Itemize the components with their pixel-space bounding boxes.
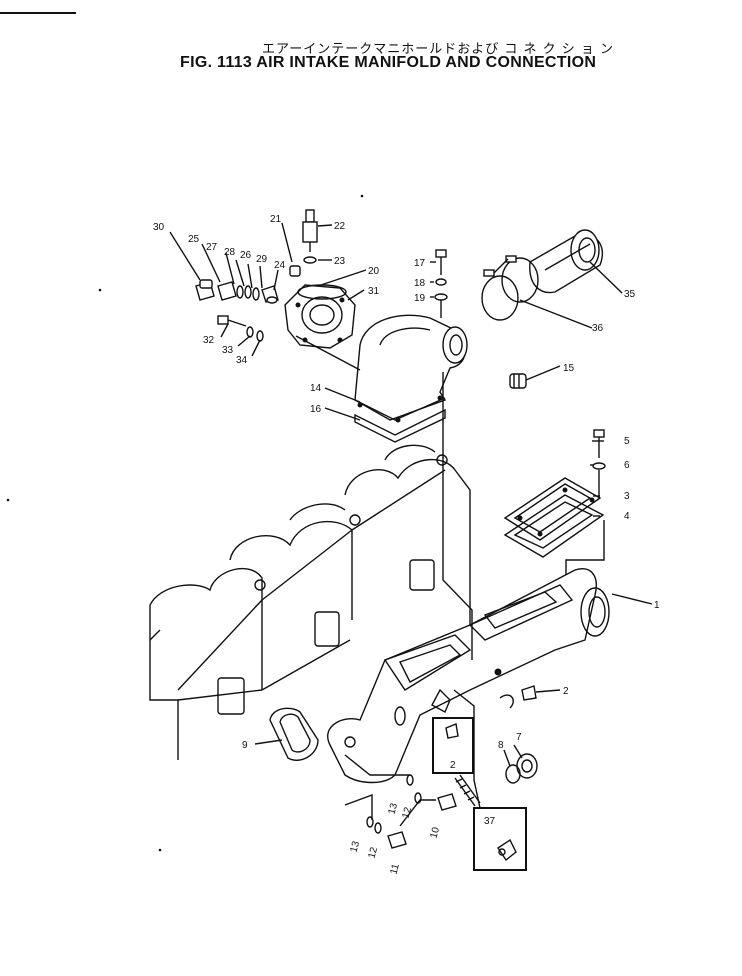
drain-cock-37 [497,838,517,862]
callout-15: 15 [563,363,575,374]
title-japanese: エアーインテークマニホールドおよび コ ネ ク シ ョ ン [262,42,615,57]
callout-33: 33 [222,345,234,356]
sensor-assembly [289,209,318,277]
intake-hose [529,229,603,294]
callout-13b: 13 [349,840,363,854]
callout-16: 16 [310,404,322,415]
callout-6: 6 [624,460,630,471]
callout-25: 25 [188,234,200,245]
callout-2: 2 [563,686,569,697]
callout-26: 26 [240,250,252,261]
callout-12b: 12 [367,846,381,860]
callout-30: 30 [153,222,165,233]
callout-29: 29 [256,254,268,265]
housing-bolt [217,315,264,342]
callout-1: 1 [654,600,660,611]
plug-15 [509,373,527,389]
callout-35: 35 [624,289,636,300]
scan-specks [6,194,364,852]
cover-gasket [503,494,605,558]
callout-20: 20 [368,266,380,277]
callout-27: 27 [206,242,218,253]
plug-2 [445,685,537,739]
callout-5: 5 [624,436,630,447]
callout-19: 19 [414,293,426,304]
gasket-8 [505,764,521,784]
fitting-chain [195,279,279,304]
elbow-bolt [434,249,448,318]
cover-bolt [592,429,606,498]
elbow-gasket [354,408,446,443]
callout-22: 22 [334,221,346,232]
intake-elbow [354,314,468,423]
connector-housing [284,284,356,349]
callout-23: 23 [334,256,346,267]
detail-box-2 [432,717,474,774]
callout-3: 3 [624,491,630,502]
intake-manifold [327,568,610,784]
callout-9: 9 [242,740,248,751]
callout-21: 21 [270,214,282,225]
callout-7: 7 [516,732,522,743]
leader-lines [169,222,653,827]
callout-37: 37 [484,816,496,827]
stud-bolt [454,774,481,807]
callout-18: 18 [414,278,426,289]
callout-2-detail: 2 [450,760,456,771]
callout-34: 34 [236,355,248,366]
callout-11: 11 [389,862,402,875]
cylinder-head-outline [149,444,471,760]
callout-8: 8 [498,740,504,751]
callout-labels: 1 2 2 3 4 5 6 7 8 9 10 11 12 12 13 13 14… [153,214,660,876]
detail-box-37 [473,807,527,871]
callout-14: 14 [310,383,322,394]
callout-32: 32 [203,335,215,346]
callout-17: 17 [414,258,426,269]
figure-title: FIG. 1113 AIR INTAKE MANIFOLD AND CONNEC… [180,54,597,71]
callout-28: 28 [224,247,236,258]
callout-13: 13 [387,802,401,816]
callout-10: 10 [429,826,443,840]
callout-31: 31 [368,286,380,297]
cover-plate [503,477,602,541]
callout-4: 4 [624,511,630,522]
bolt-11 [387,831,407,849]
callout-36: 36 [592,323,604,334]
manifold-gasket [269,707,319,761]
bolt-10 [437,793,457,811]
callout-24: 24 [274,260,286,271]
callout-12: 12 [401,806,415,820]
header-rule [0,12,76,14]
hose-clamps [481,255,539,321]
